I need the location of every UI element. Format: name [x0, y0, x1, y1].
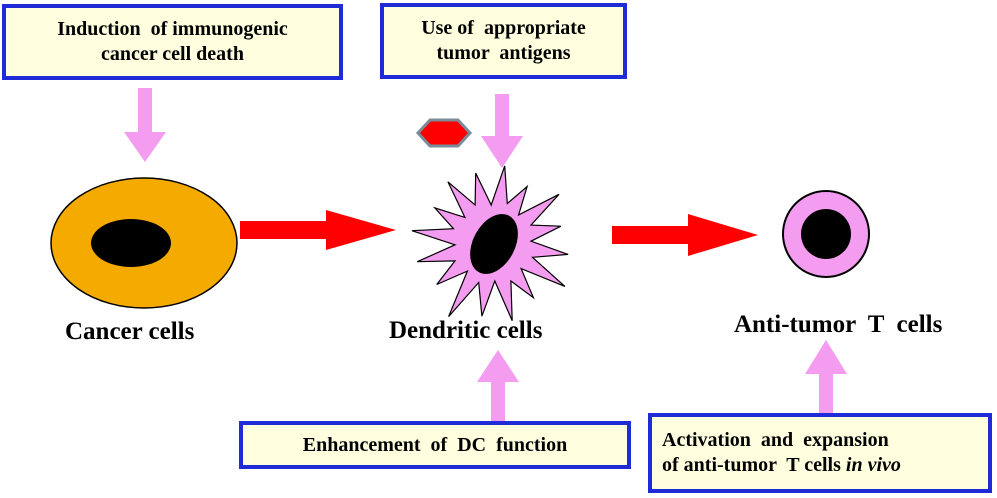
cancer-cells-label: Cancer cells — [65, 318, 195, 345]
t-cell-activation-line2-prefix: of anti-tumor T cells — [662, 454, 846, 476]
t-cell-icon — [782, 190, 870, 278]
arrow-antigens-to-dendritic — [481, 94, 523, 168]
antigen-hexagon-icon — [415, 118, 473, 148]
anti-tumor-t-cells-label: Anti-tumor T cells — [734, 311, 943, 338]
arrow-cancer-to-dendritic — [240, 210, 396, 250]
tumor-antigens-line1: Use of appropriate — [421, 17, 586, 39]
t-cell-activation-box: Activation and expansion of anti-tumor T… — [648, 413, 992, 493]
immunogenic-death-line2: cancer cell death — [101, 43, 244, 65]
arrow-activation-to-tcell — [805, 340, 847, 414]
dc-function-box: Enhancement of DC function — [239, 421, 631, 469]
immunogenic-death-box: Induction of immunogenic cancer cell dea… — [2, 4, 343, 80]
cancer-cell-icon — [50, 177, 238, 309]
dendritic-cells-label: Dendritic cells — [389, 317, 543, 344]
arrow-dc-function-to-dendritic — [477, 350, 519, 422]
tumor-antigens-box: Use of appropriate tumor antigens — [380, 3, 627, 79]
t-cell-activation-line2: of anti-tumor T cells in vivo — [662, 453, 988, 478]
dendritic-cell-icon — [411, 165, 569, 321]
dc-function-text: Enhancement of DC function — [302, 433, 568, 456]
t-cell-activation-line1: Activation and expansion — [662, 429, 889, 451]
immunogenic-death-line1: Induction of immunogenic — [57, 18, 288, 40]
t-cell-activation-in-vivo: in vivo — [845, 454, 901, 476]
arrow-immunogenic-to-cancer — [124, 88, 166, 162]
tumor-antigens-line2: tumor antigens — [436, 42, 571, 64]
arrow-dendritic-to-tcell — [612, 214, 758, 256]
